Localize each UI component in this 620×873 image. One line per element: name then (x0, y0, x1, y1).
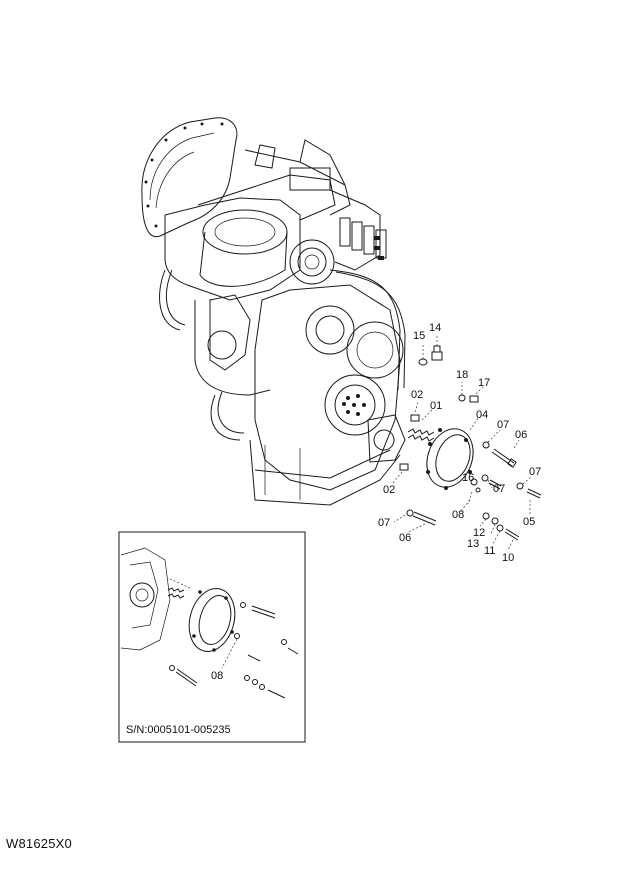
label-06-a: 06 (515, 429, 527, 441)
label-12: 12 (473, 527, 485, 539)
serial-range-label: S/N:0005101-005235 (126, 724, 231, 736)
label-02-bottom: 02 (383, 484, 395, 496)
label-18: 18 (456, 369, 468, 381)
label-07-d: 07 (378, 517, 390, 529)
gear-holes (342, 394, 366, 416)
figure-code: W81625X0 (6, 836, 72, 851)
label-07-c: 07 (493, 483, 505, 495)
inset-label-08: 08 (211, 670, 223, 682)
serial-variant-inset: 08 S/N:0005101-005235 (118, 531, 306, 743)
label-15: 15 (413, 330, 425, 342)
leader-lines (391, 334, 533, 551)
label-07-a: 07 (497, 419, 509, 431)
label-08: 08 (452, 509, 464, 521)
label-17: 17 (478, 377, 490, 389)
label-10: 10 (502, 552, 514, 564)
label-13: 13 (467, 538, 479, 550)
fasteners (399, 345, 542, 541)
spring-part (407, 428, 435, 442)
label-02-top: 02 (411, 389, 423, 401)
label-16: 16 (462, 472, 474, 484)
bell-housing-bolts (144, 122, 224, 228)
part-labels: 14 15 18 17 02 01 04 07 06 07 16 07 02 0… (378, 322, 541, 564)
label-01: 01 (430, 400, 442, 412)
solenoid-valve-cluster (339, 217, 387, 260)
transmission-assembly-drawing (141, 117, 435, 506)
label-07-b: 07 (529, 466, 541, 478)
cover-plate-part (426, 428, 474, 490)
label-04: 04 (476, 409, 488, 421)
label-05: 05 (523, 516, 535, 528)
label-11: 11 (484, 545, 495, 557)
label-14: 14 (429, 322, 441, 334)
label-06-b: 06 (399, 532, 411, 544)
